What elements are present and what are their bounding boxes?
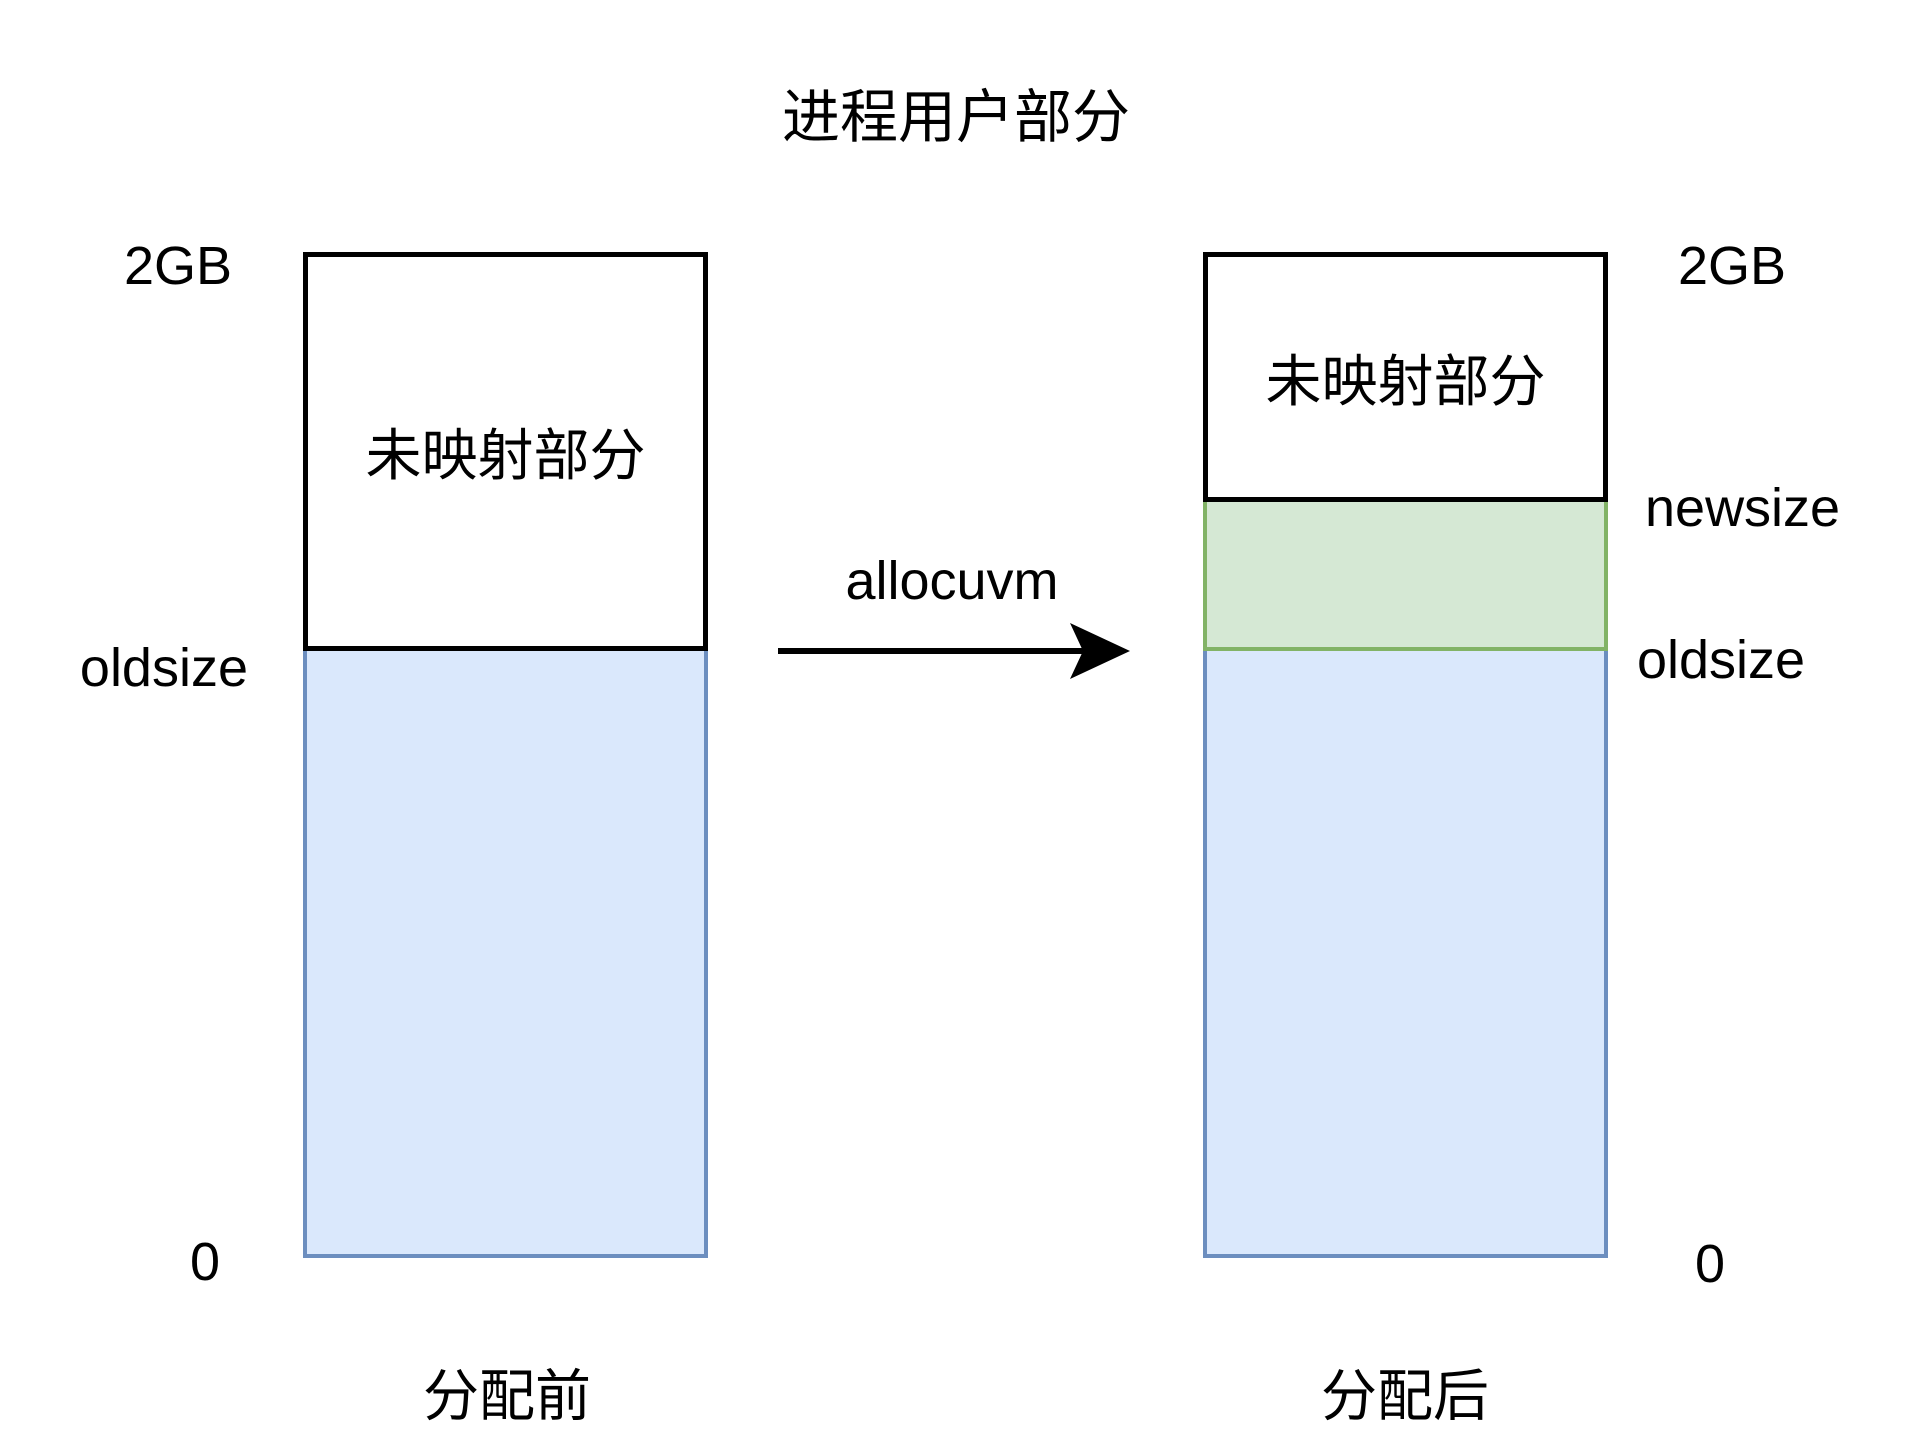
before-caption: 分配前 xyxy=(423,1364,591,1428)
before-mapped-region xyxy=(303,651,708,1258)
after-tick-zero: 0 xyxy=(1695,1234,1726,1294)
before-tick-2gb: 2GB xyxy=(123,236,232,296)
after-newly-allocated-region xyxy=(1203,502,1608,651)
after-tick-oldsize: oldsize xyxy=(1637,630,1806,690)
before-unmapped-region: 未映射部分 xyxy=(303,252,708,651)
after-caption: 分配后 xyxy=(1321,1364,1489,1428)
after-unmapped-label: 未映射部分 xyxy=(1265,349,1546,413)
before-tick-oldsize: oldsize xyxy=(79,638,248,698)
right-arrow-icon xyxy=(778,623,1130,679)
after-tick-2gb: 2GB xyxy=(1678,236,1787,296)
after-mapped-region xyxy=(1203,651,1608,1258)
diagram-title: 进程用户部分 xyxy=(781,85,1131,150)
before-unmapped-label: 未映射部分 xyxy=(365,424,646,487)
after-unmapped-region: 未映射部分 xyxy=(1203,252,1608,502)
before-tick-zero: 0 xyxy=(189,1232,220,1292)
allocuvm-arrow-label: allocuvm xyxy=(845,551,1059,611)
after-tick-newsize: newsize xyxy=(1645,478,1841,538)
